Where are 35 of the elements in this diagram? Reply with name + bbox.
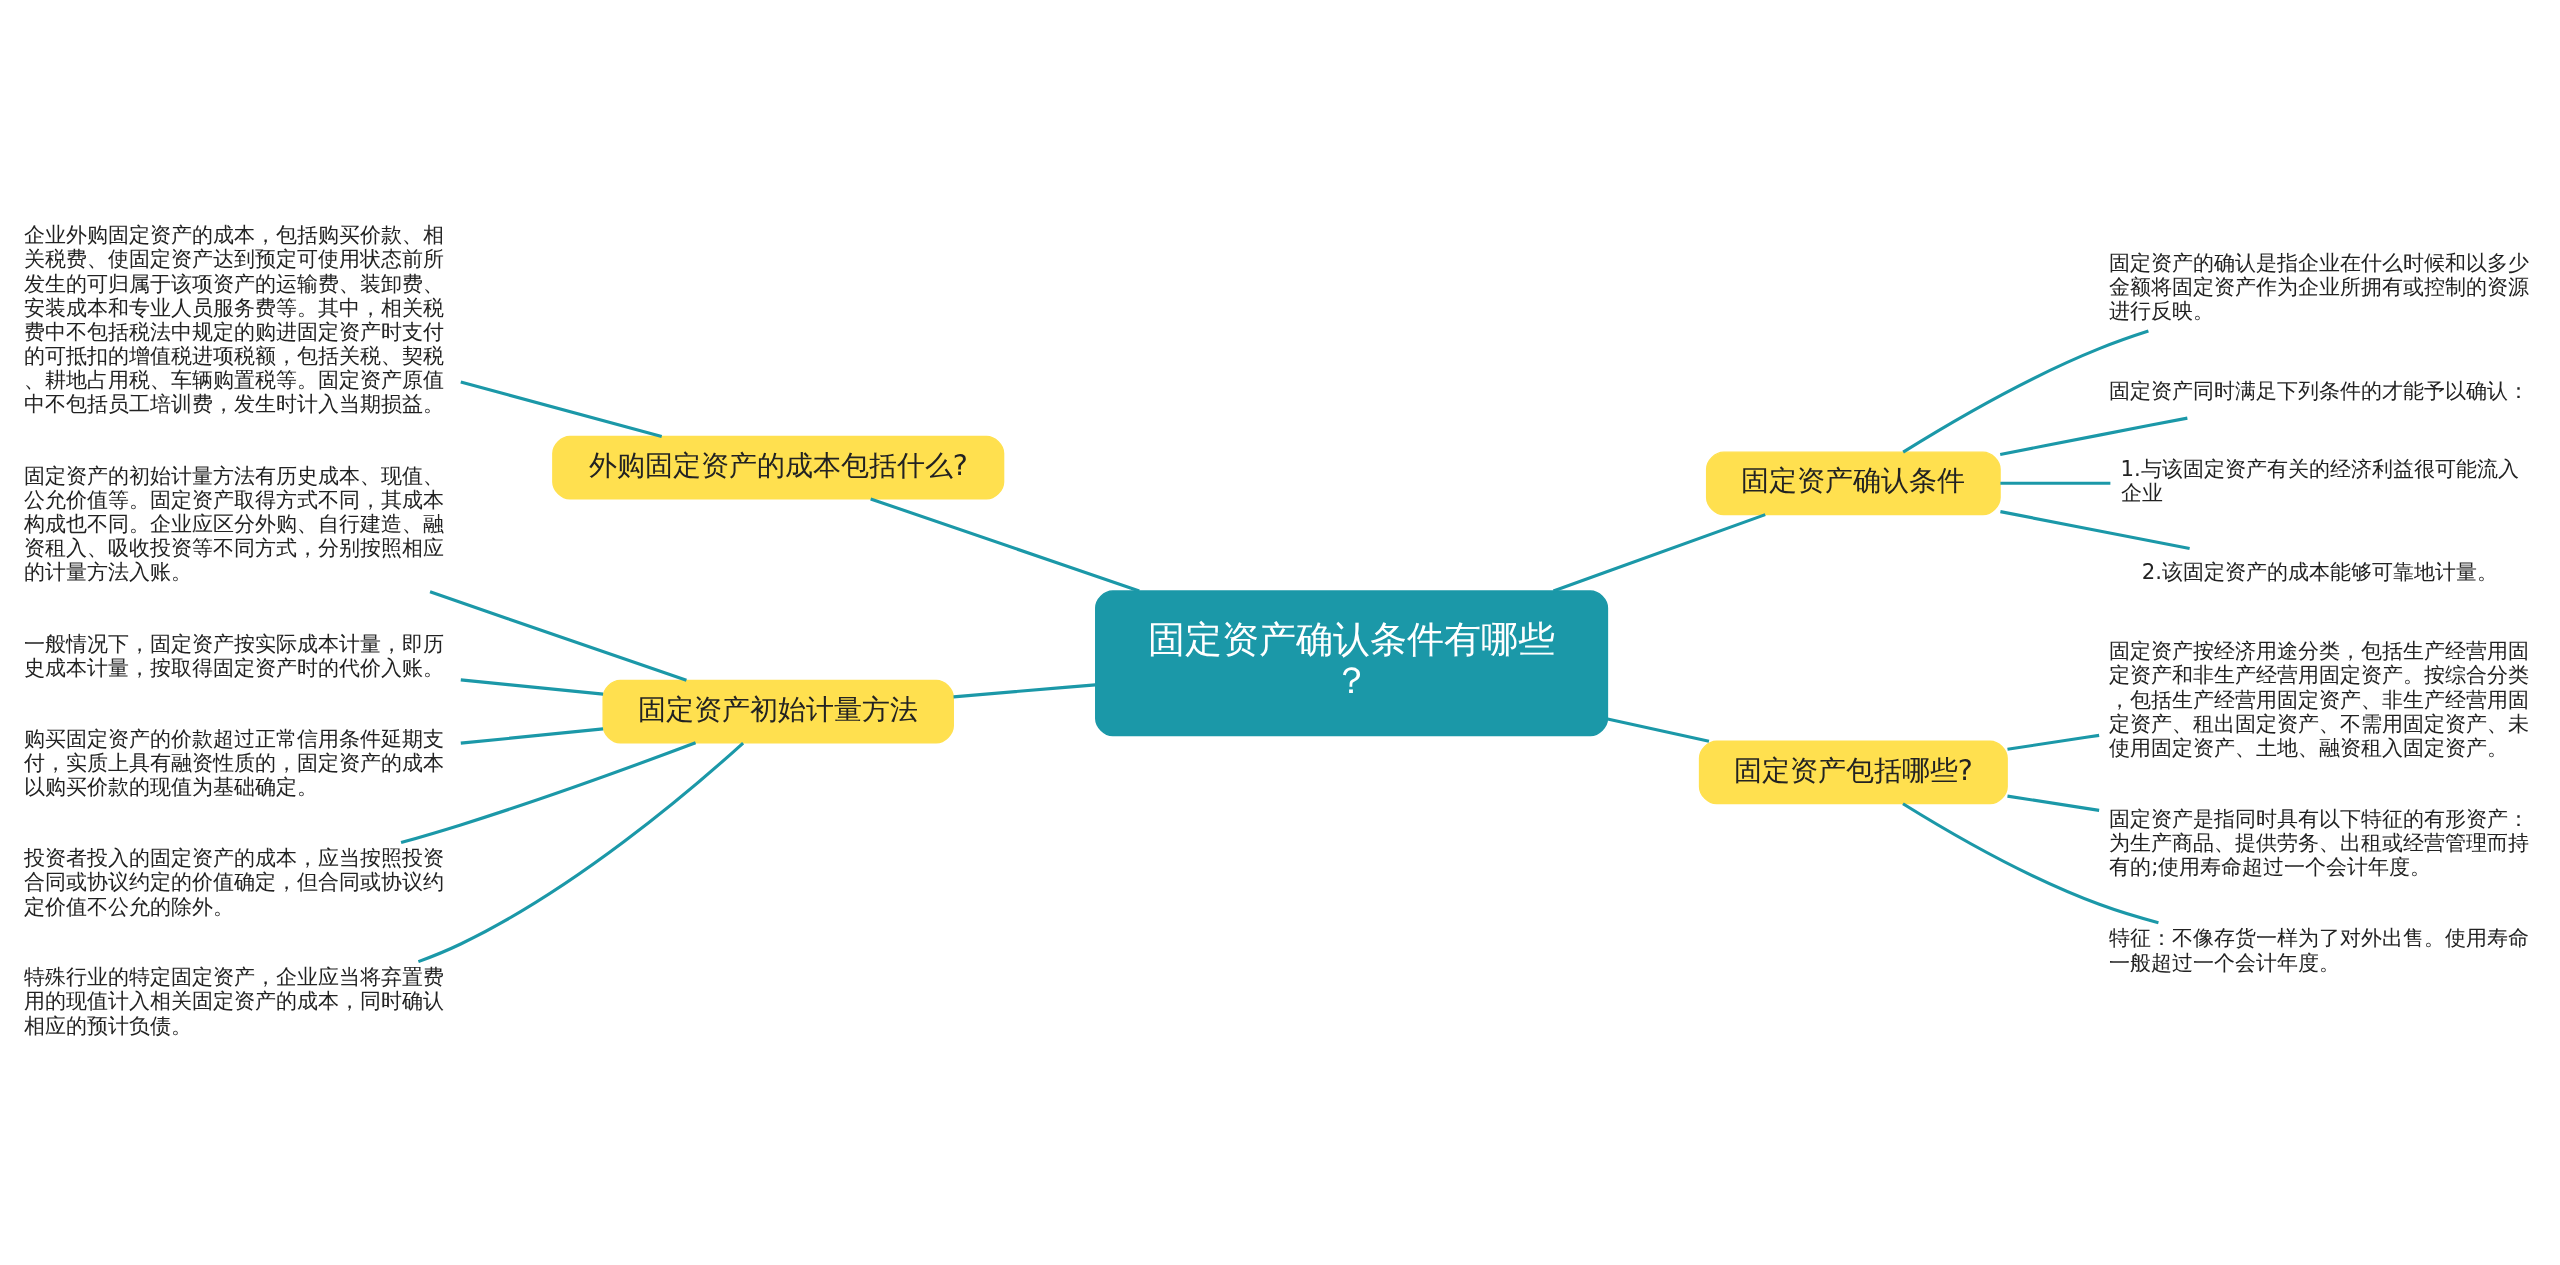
connector [1552, 513, 1766, 593]
connector [1902, 802, 2159, 925]
node-text: 购买固定资产的价款超过正常信用条件延期支付，实质上具有融资性质的，固定资产的成本以购买价款的现值为基础确定。 [24, 726, 445, 800]
node-box: 固定资产包括哪些? [1698, 740, 2008, 805]
connector [460, 727, 604, 745]
connector [2007, 794, 2100, 812]
node-text: 固定资产是指同时具有以下特征的有形资产：为生产商品、提供劳务、出租或经营管理而持有的;使用寿命超过一个会计年度。 [2109, 805, 2530, 879]
node-text: 特征：不像存货一样为了对外出售。使用寿命一般超过一个会计年度。 [2109, 925, 2530, 975]
connector [953, 683, 1096, 699]
node-text: 特殊行业的特定固定资产，企业应当将弃置费用的现值计入相关固定资产的成本，同时确认相应的预计负债。 [24, 964, 445, 1038]
node-text: 固定资产的初始计量方法有历史成本、现值、公允价值等。固定资产取得方式不同，其成本构成也不同。企业应区分外购、自行建造、融资租入、吸收投资等不同方式，分别按照相应的计量方法入账。 [24, 462, 445, 584]
node-box: 固定资产确认条件有哪些？ [1095, 590, 1609, 737]
connector [417, 741, 745, 964]
connector [1999, 416, 2188, 457]
connector [2007, 733, 2100, 751]
node-box: 外购固定资产的成本包括什么? [552, 435, 1005, 500]
node-text: 固定资产的确认是指企业在什么时候和以多少金额将固定资产作为企业所拥有或控制的资源进行反映。 [2109, 249, 2530, 324]
connector [460, 380, 663, 438]
connector [429, 590, 687, 682]
connector [870, 497, 1140, 593]
connector [1607, 717, 1710, 743]
connector [2000, 510, 2190, 550]
node-text: 固定资产同时满足下列条件的才能予以确认： [2109, 377, 2530, 403]
connector [1902, 329, 2149, 454]
connector [400, 741, 697, 845]
node-text: 2.该固定资产的成本能够可靠地计量。 [2141, 558, 2499, 584]
node-text: 固定资产按经济用途分类，包括生产经营用固定资产和非生产经营用固定资产。按综合分类，包括生产经营用固定资产、非生产经营用固定资产、租出固定资产、不需用固定资产、未使用固定资产、土地、融资租入固定资产。 [2109, 638, 2530, 760]
node-box: 固定资产确认条件 [1705, 451, 2001, 516]
node-text: 企业外购固定资产的成本，包括购买价款、相关税费、使固定资产达到预定可使用状态前所发生的可归属于该项资产的运输费、装卸费、安装成本和专业人员服务费等。其中，相关税费中不包括税法中规定的购进固定资产时支付的可抵扣的增值税进项税额，包括关税、契税、耕地占用税、车辆购置税等。固定资产原值中不包括员工培训费，发生时计入当期损益。 [24, 222, 445, 417]
node-text: 投资者投入的固定资产的成本，应当按照投资合同或协议约定的价值确定，但合同或协议约定价值不公允的除外。 [24, 845, 445, 919]
node-text: 一般情况下，固定资产按实际成本计量，即历史成本计量，按取得固定资产时的代价入账。 [24, 630, 445, 680]
connector [460, 678, 604, 696]
connector [2000, 481, 2111, 485]
node-box: 固定资产初始计量方法 [602, 679, 954, 744]
node-text: 1.与该固定资产有关的经济利益很可能流入企业 [2120, 456, 2519, 506]
